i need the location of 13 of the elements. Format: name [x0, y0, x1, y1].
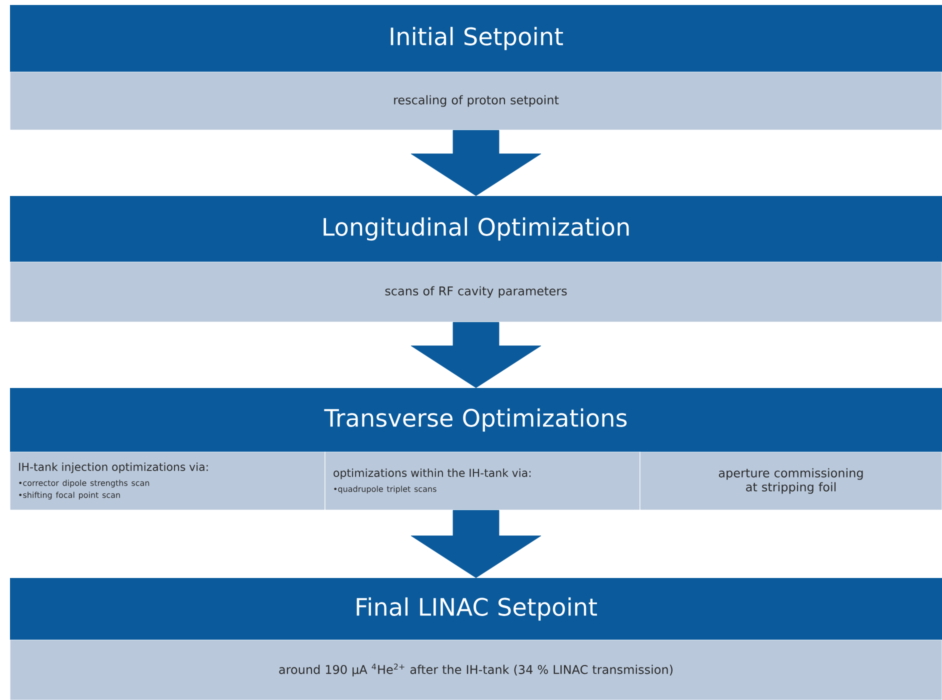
stage-header: Final LINAC Setpoint [10, 578, 942, 640]
stage-body: rescaling of proton setpoint [10, 72, 942, 130]
stage-header: Longitudinal Optimization [10, 196, 942, 262]
detail-cell: optimizations within the IH-tank via: •quadrupole triplet scans [324, 452, 640, 510]
block-arrow [410, 322, 542, 388]
block-arrow [410, 130, 542, 196]
block-arrow [410, 510, 542, 578]
stage-body: around 190 µA $^{4}$He$^{2+}$ after the IH-tank (34 % LINAC transmission) [10, 640, 942, 700]
stage-header: Transverse Optimizations [10, 388, 942, 452]
stage-header: Initial Setpoint [10, 5, 942, 72]
stage-body: scans of RF cavity parameters [10, 262, 942, 322]
stage-body: aperture commissioning at stripping foil [640, 452, 942, 510]
detail-cell: IH-tank injection optimizations via: •corrector dipole strengths scan •shifting focal point scan [10, 452, 326, 510]
